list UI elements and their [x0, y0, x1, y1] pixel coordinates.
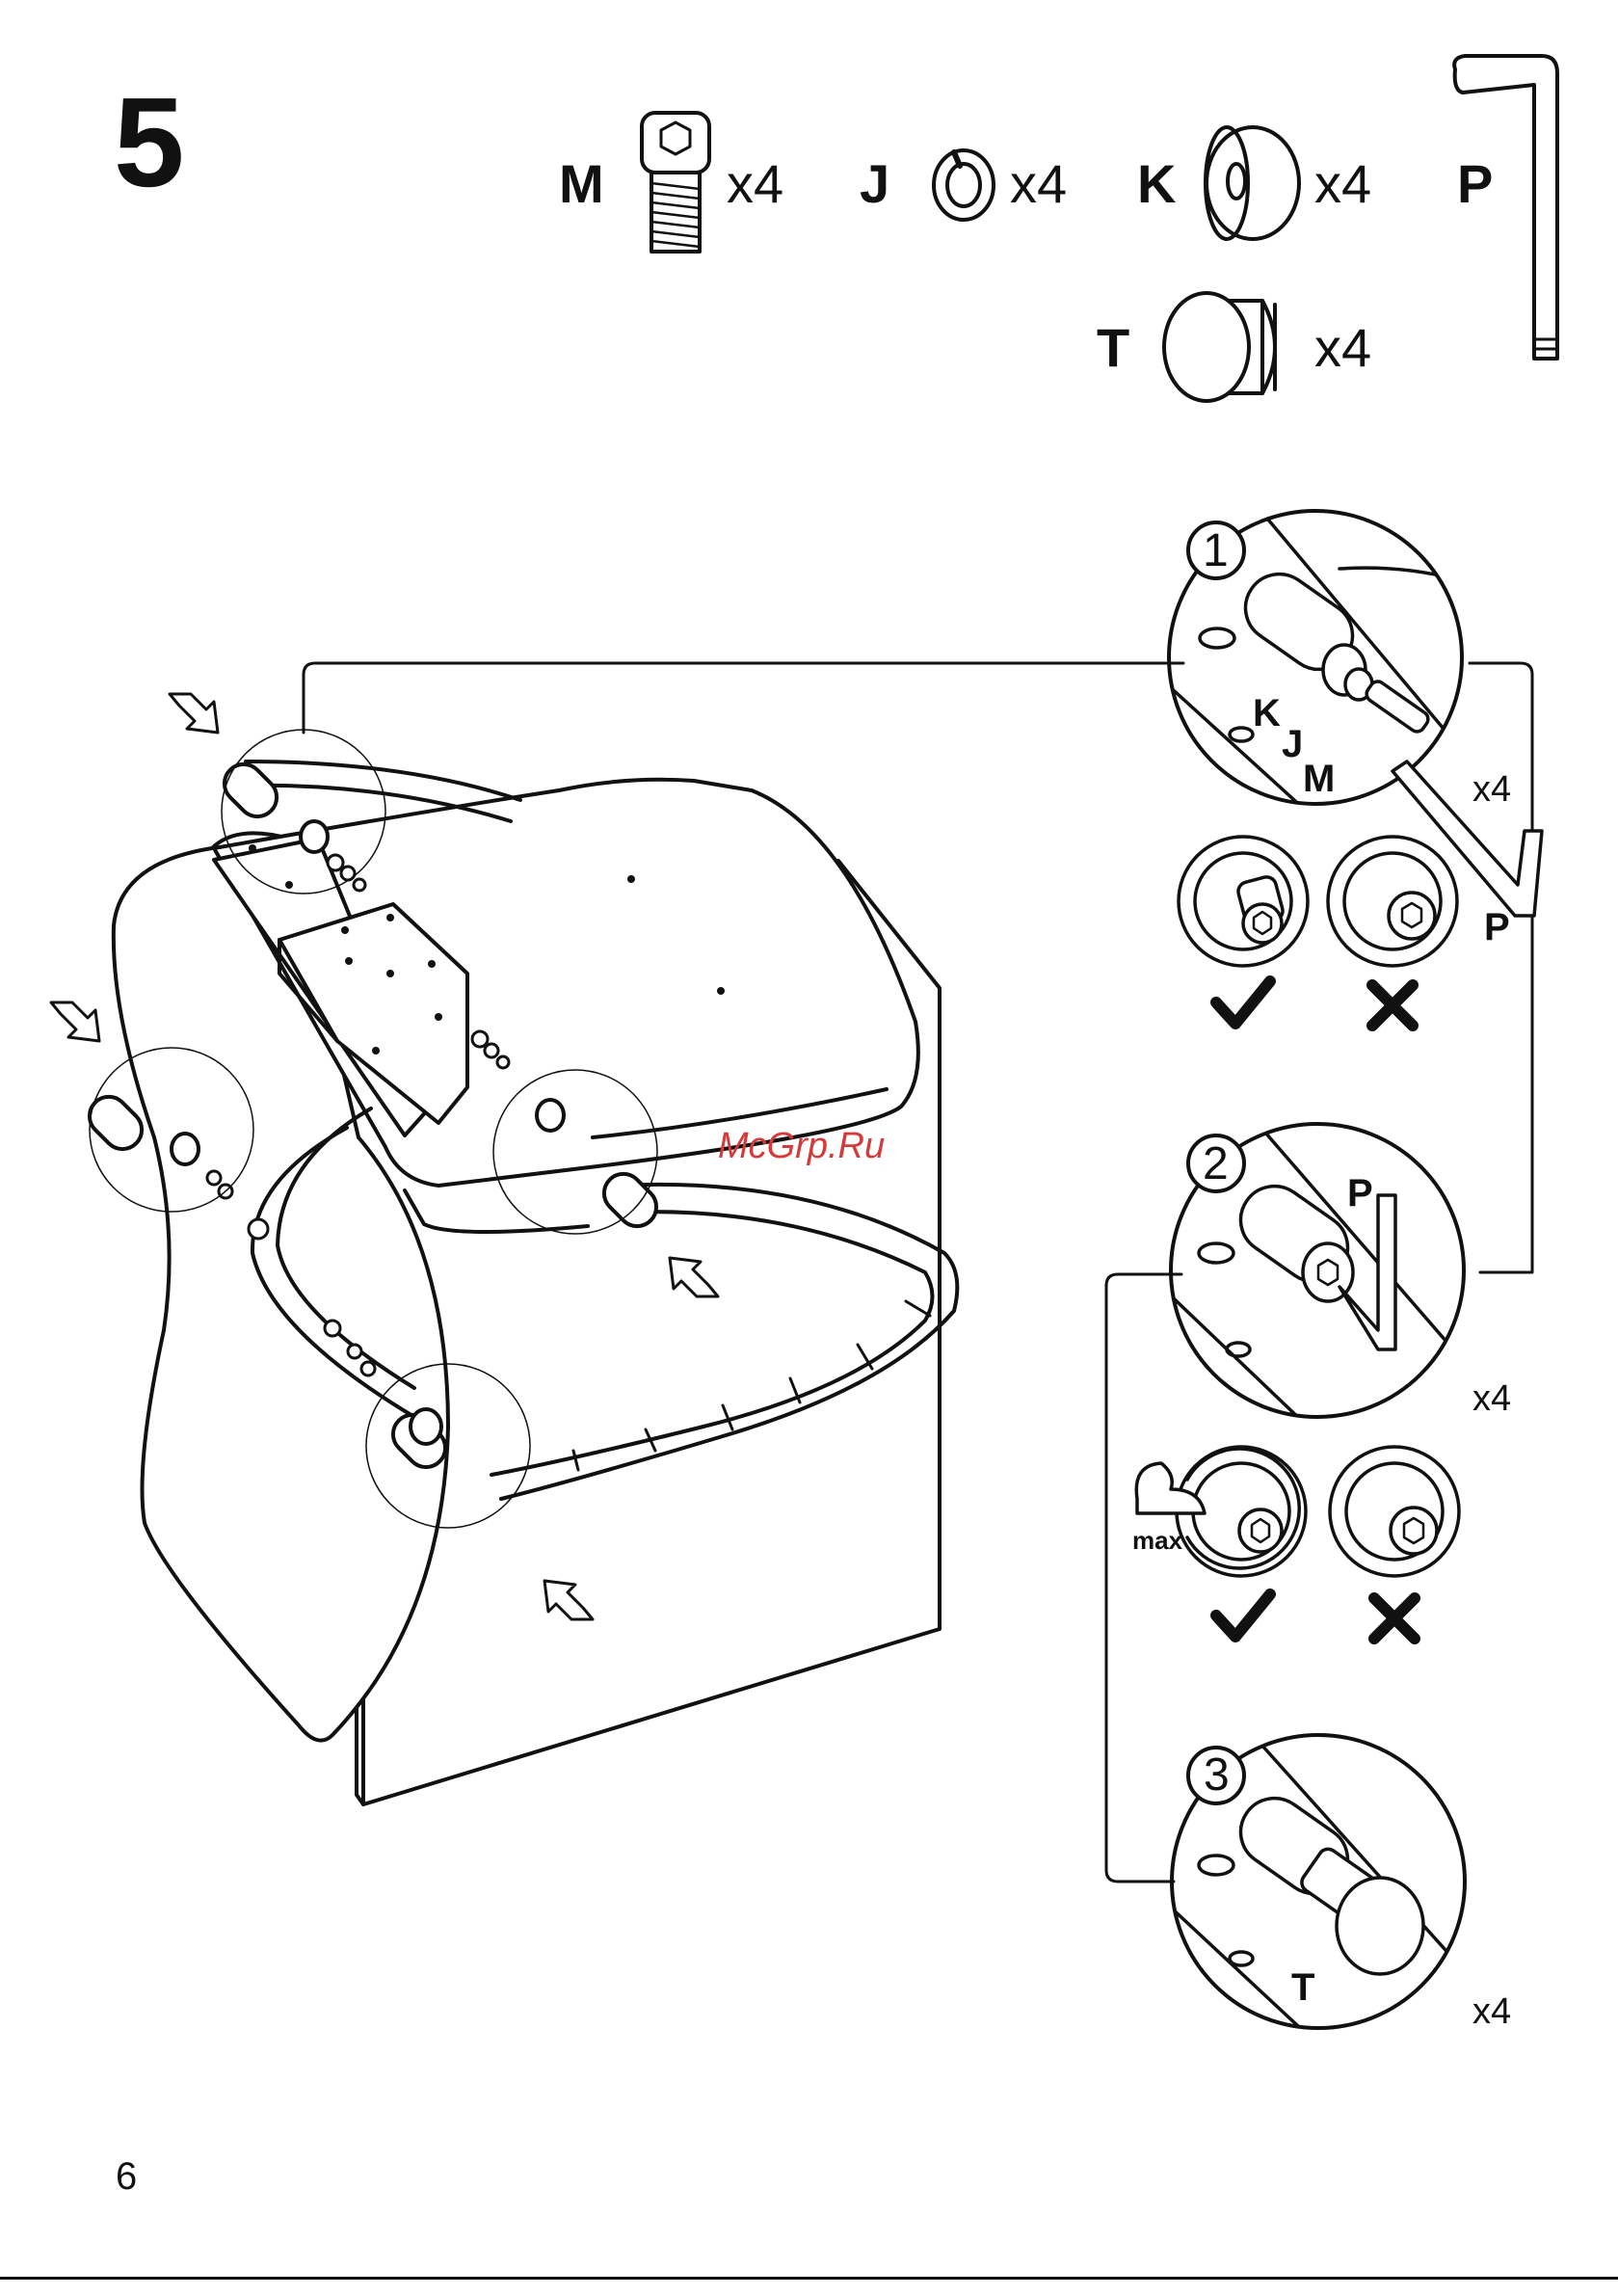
step-number: 5 — [114, 79, 184, 206]
page-number: 6 — [116, 2157, 137, 2196]
checkmark-icon — [1216, 981, 1270, 1024]
detail-1-correct-view — [1179, 837, 1308, 966]
detail-2-label-p: P — [1347, 1174, 1373, 1213]
detail-1-label-j: J — [1282, 725, 1303, 763]
torque-max-label: max — [1132, 1528, 1182, 1553]
detail-3-qty: x4 — [1472, 1993, 1511, 2030]
part-letter-t: T — [1097, 321, 1129, 375]
detail-2-wrong-view — [1330, 1447, 1459, 1576]
cap-plug-icon — [1164, 293, 1275, 401]
part-qty-k: x4 — [1314, 157, 1371, 211]
part-qty-t: x4 — [1314, 321, 1371, 375]
flat-washer-icon — [1206, 127, 1299, 239]
detail-2-qty: x4 — [1472, 1380, 1511, 1417]
detail-1-number: 1 — [1203, 528, 1229, 574]
part-letter-m: M — [559, 157, 604, 211]
split-washer-icon — [934, 150, 994, 220]
part-qty-j: x4 — [1010, 157, 1067, 211]
detail-1-label-k: K — [1253, 694, 1281, 733]
cross-icon — [1374, 1598, 1415, 1639]
bottom-rule — [0, 2277, 1618, 2280]
part-letter-j: J — [860, 157, 889, 211]
part-letter-k: K — [1137, 157, 1176, 211]
detail-2-number: 2 — [1203, 1141, 1229, 1188]
detail-1-wrong-view — [1328, 837, 1457, 966]
cross-icon — [1372, 985, 1413, 1026]
watermark: McGrp.Ru — [718, 1128, 885, 1164]
detail-3-number: 3 — [1204, 1752, 1230, 1799]
checkmark-icon — [1216, 1594, 1270, 1637]
part-letter-p: P — [1457, 157, 1493, 211]
part-qty-m: x4 — [727, 157, 783, 211]
detail-1-qty: x4 — [1472, 771, 1511, 808]
detail-3-label-t: T — [1291, 1968, 1314, 2007]
detail-1-label-p: P — [1484, 908, 1510, 947]
detail-1-label-m: M — [1303, 760, 1335, 798]
bolt-icon — [642, 113, 709, 252]
